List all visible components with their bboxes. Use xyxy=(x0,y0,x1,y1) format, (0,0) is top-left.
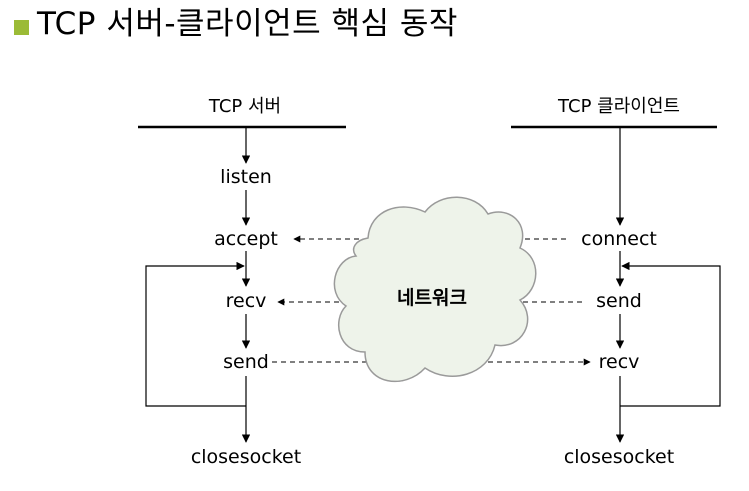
client-step-closesocket: closesocket xyxy=(563,446,675,468)
server-step-accept: accept xyxy=(214,228,278,250)
client-header: TCP 클라이언트 xyxy=(558,96,680,117)
server-step-send: send xyxy=(223,351,269,373)
client-step-send: send xyxy=(596,290,642,312)
page-title: TCP 서버-클라이언트 핵심 동작 xyxy=(37,6,458,42)
client-step-recv: recv xyxy=(598,351,640,373)
network-cloud-shape xyxy=(333,196,537,382)
client-loop-arrow xyxy=(620,261,721,407)
cloud-icon xyxy=(333,196,537,382)
title-bullet-icon xyxy=(14,20,29,35)
network-label: 네트워크 xyxy=(397,287,467,309)
server-step-recv: recv xyxy=(225,290,267,312)
server-loop-arrow xyxy=(145,261,246,407)
client-step-connect: connect xyxy=(581,228,657,250)
server-header: TCP 서버 xyxy=(208,96,282,117)
server-step-listen: listen xyxy=(220,166,272,188)
server-step-closesocket: closesocket xyxy=(190,446,302,468)
